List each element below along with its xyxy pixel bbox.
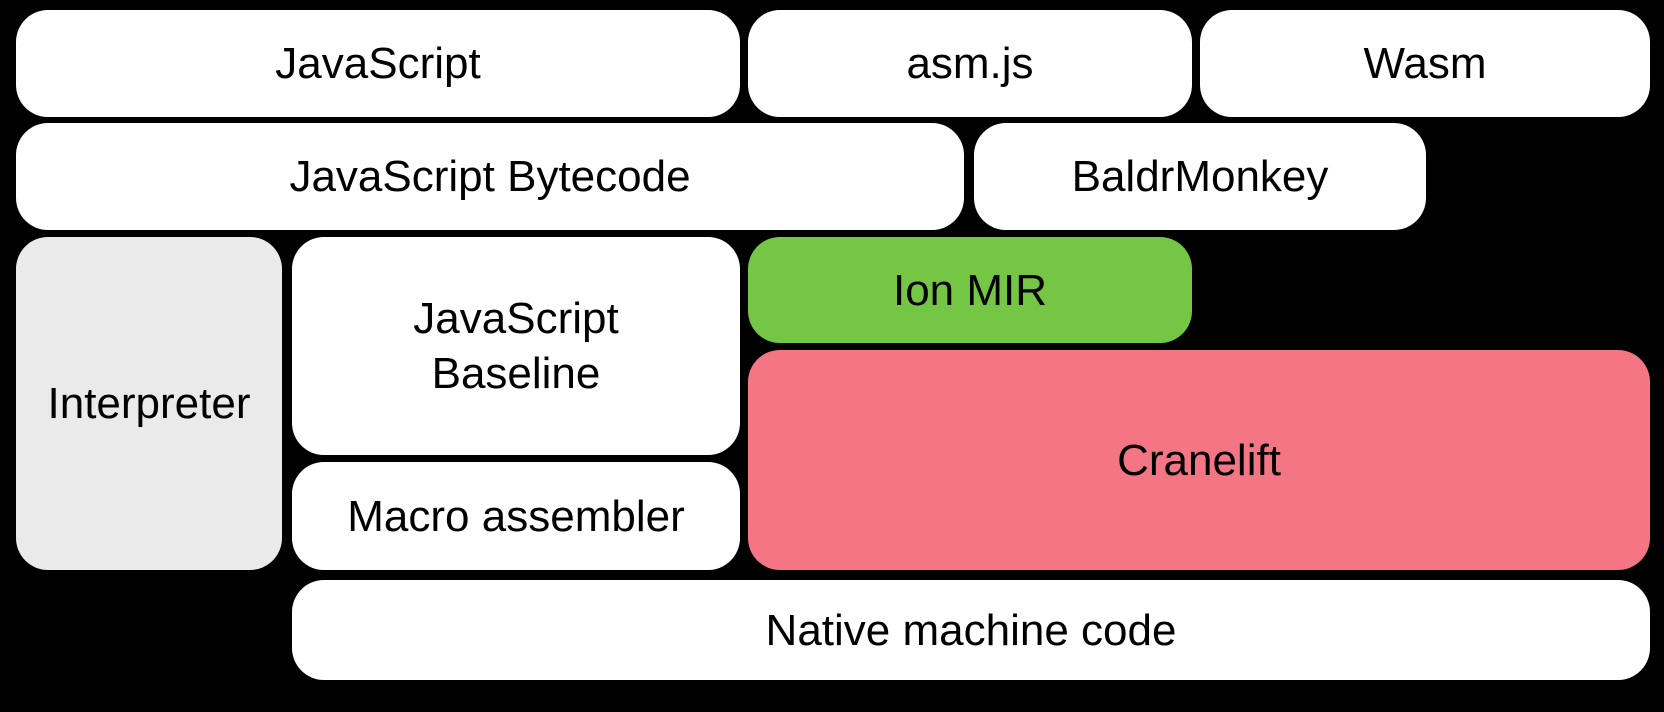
node-ion-mir: Ion MIR bbox=[748, 237, 1192, 343]
node-asmjs-label: asm.js bbox=[906, 39, 1034, 88]
node-asmjs: asm.js bbox=[748, 10, 1192, 117]
node-native-machine-code: Native machine code bbox=[292, 580, 1650, 680]
node-wasm-label: Wasm bbox=[1363, 39, 1487, 88]
node-native-machine-code-label: Native machine code bbox=[765, 605, 1177, 655]
node-interpreter-label: Interpreter bbox=[47, 379, 251, 428]
node-ion-mir-label: Ion MIR bbox=[892, 265, 1048, 315]
node-cranelift: Cranelift bbox=[748, 350, 1650, 570]
node-javascript-baseline-label: JavaScript Baseline bbox=[413, 291, 618, 401]
node-baldrmonkey-label: BaldrMonkey bbox=[1071, 152, 1329, 201]
node-macro-assembler-label: Macro assembler bbox=[347, 491, 685, 541]
baseline-label-line1: JavaScript bbox=[413, 294, 619, 343]
node-javascript-bytecode-label: JavaScript Bytecode bbox=[289, 152, 691, 201]
node-interpreter: Interpreter bbox=[16, 237, 282, 570]
node-cranelift-label: Cranelift bbox=[1117, 435, 1281, 485]
node-macro-assembler: Macro assembler bbox=[292, 462, 740, 570]
node-javascript-bytecode: JavaScript Bytecode bbox=[16, 123, 964, 230]
node-javascript: JavaScript bbox=[16, 10, 740, 117]
node-baldrmonkey: BaldrMonkey bbox=[974, 123, 1426, 230]
node-wasm: Wasm bbox=[1200, 10, 1650, 117]
baseline-label-line2: Baseline bbox=[431, 349, 601, 398]
node-javascript-label: JavaScript bbox=[275, 39, 481, 88]
node-javascript-baseline: JavaScript Baseline bbox=[292, 237, 740, 455]
